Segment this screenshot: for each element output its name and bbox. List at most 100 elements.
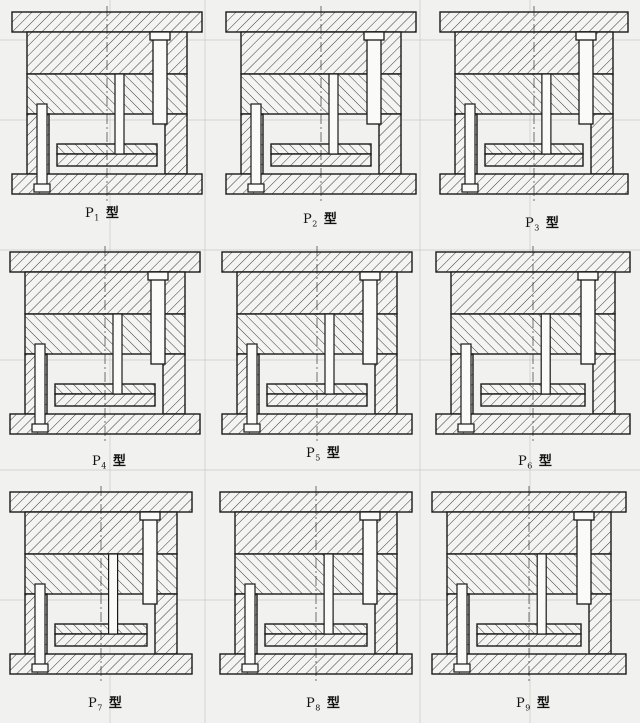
spacer-block-right xyxy=(588,593,612,655)
caption-suffix: 型 xyxy=(536,696,551,711)
guide-pin-head xyxy=(577,271,599,281)
caption-index: 5 xyxy=(315,453,321,463)
caption-prefix: P xyxy=(306,696,316,711)
guide-pin-right xyxy=(150,271,166,365)
screw-head-left xyxy=(247,183,265,193)
caption-suffix: 型 xyxy=(326,446,341,461)
caption-prefix: P xyxy=(88,696,98,711)
screw-head-left xyxy=(453,663,471,673)
return-pin xyxy=(107,553,119,635)
spacer-block-right xyxy=(374,593,398,655)
caption-index: 7 xyxy=(97,703,103,713)
guide-pin-head xyxy=(359,511,381,521)
socket-screw-left xyxy=(460,343,472,427)
return-pin xyxy=(323,553,334,635)
caption-prefix: P xyxy=(303,212,313,227)
socket-screw-left xyxy=(36,103,48,187)
caption-index: 8 xyxy=(315,703,321,713)
caption-prefix: P xyxy=(516,696,526,711)
spacer-block-right xyxy=(374,353,398,415)
mold-panel-p8 xyxy=(219,486,413,682)
caption-index: 9 xyxy=(525,703,531,713)
guide-pin-head xyxy=(139,511,161,521)
screw-head-left xyxy=(243,423,261,433)
socket-screw-left xyxy=(246,343,258,427)
caption-prefix: P xyxy=(92,454,102,469)
guide-pin-right xyxy=(362,271,378,365)
mold-panel-p6 xyxy=(435,246,631,442)
mold-panel-p5 xyxy=(221,246,413,442)
caption-suffix: 型 xyxy=(326,696,341,711)
return-pin xyxy=(536,553,547,635)
socket-screw-left xyxy=(34,583,46,667)
socket-screw-left xyxy=(250,103,262,187)
guide-pin-right xyxy=(580,271,596,365)
screw-head-left xyxy=(241,663,259,673)
return-pin xyxy=(540,313,551,395)
spacer-block-right xyxy=(378,113,402,175)
guide-pin-right xyxy=(152,31,168,125)
caption-suffix: 型 xyxy=(323,212,338,227)
caption-suffix: 型 xyxy=(108,696,123,711)
guide-pin-head xyxy=(363,31,385,41)
socket-screw-left xyxy=(34,343,46,427)
caption-suffix: 型 xyxy=(112,454,127,469)
return-pin xyxy=(112,313,123,395)
guide-pin-right xyxy=(578,31,594,125)
caption-prefix: P xyxy=(85,206,95,221)
guide-pin-right xyxy=(362,511,378,605)
guide-pin-head xyxy=(359,271,381,281)
socket-screw-left xyxy=(244,583,256,667)
screw-head-left xyxy=(33,183,51,193)
spacer-block-right xyxy=(592,353,616,415)
guide-pin-head xyxy=(573,511,595,521)
screw-head-left xyxy=(31,423,49,433)
caption-index: 1 xyxy=(94,213,100,223)
caption-suffix: 型 xyxy=(545,216,560,231)
screw-head-left xyxy=(457,423,475,433)
mold-panel-p1 xyxy=(11,6,203,202)
mold-panel-p3 xyxy=(439,6,629,202)
guide-pin-head xyxy=(149,31,171,41)
caption-prefix: P xyxy=(518,454,528,469)
guide-pin-right xyxy=(576,511,592,605)
guide-pin-right xyxy=(366,31,382,125)
caption-index: 3 xyxy=(534,223,540,233)
spacer-block-right xyxy=(590,113,614,175)
mold-panel-p7 xyxy=(9,486,193,682)
caption-index: 2 xyxy=(312,219,318,229)
spacer-block-right xyxy=(154,593,178,655)
guide-pin-head xyxy=(575,31,597,41)
spacer-block-right xyxy=(162,353,186,415)
return-pin xyxy=(114,73,125,155)
caption-prefix: P xyxy=(525,216,535,231)
mold-panel-p4 xyxy=(9,246,201,442)
guide-pin-head xyxy=(147,271,169,281)
return-pin xyxy=(328,73,339,155)
guide-pin-right xyxy=(142,511,158,605)
return-pin xyxy=(541,73,552,155)
screw-head-left xyxy=(31,663,49,673)
screw-head-left xyxy=(461,183,479,193)
mold-panel-p9 xyxy=(431,486,627,682)
socket-screw-left xyxy=(464,103,476,187)
caption-index: 4 xyxy=(101,461,107,471)
return-pin xyxy=(324,313,335,395)
socket-screw-left xyxy=(456,583,468,667)
mold-panel-p2 xyxy=(225,6,417,202)
spacer-block-right xyxy=(164,113,188,175)
caption-suffix: 型 xyxy=(538,454,553,469)
caption-prefix: P xyxy=(306,446,316,461)
caption-suffix: 型 xyxy=(105,206,120,221)
